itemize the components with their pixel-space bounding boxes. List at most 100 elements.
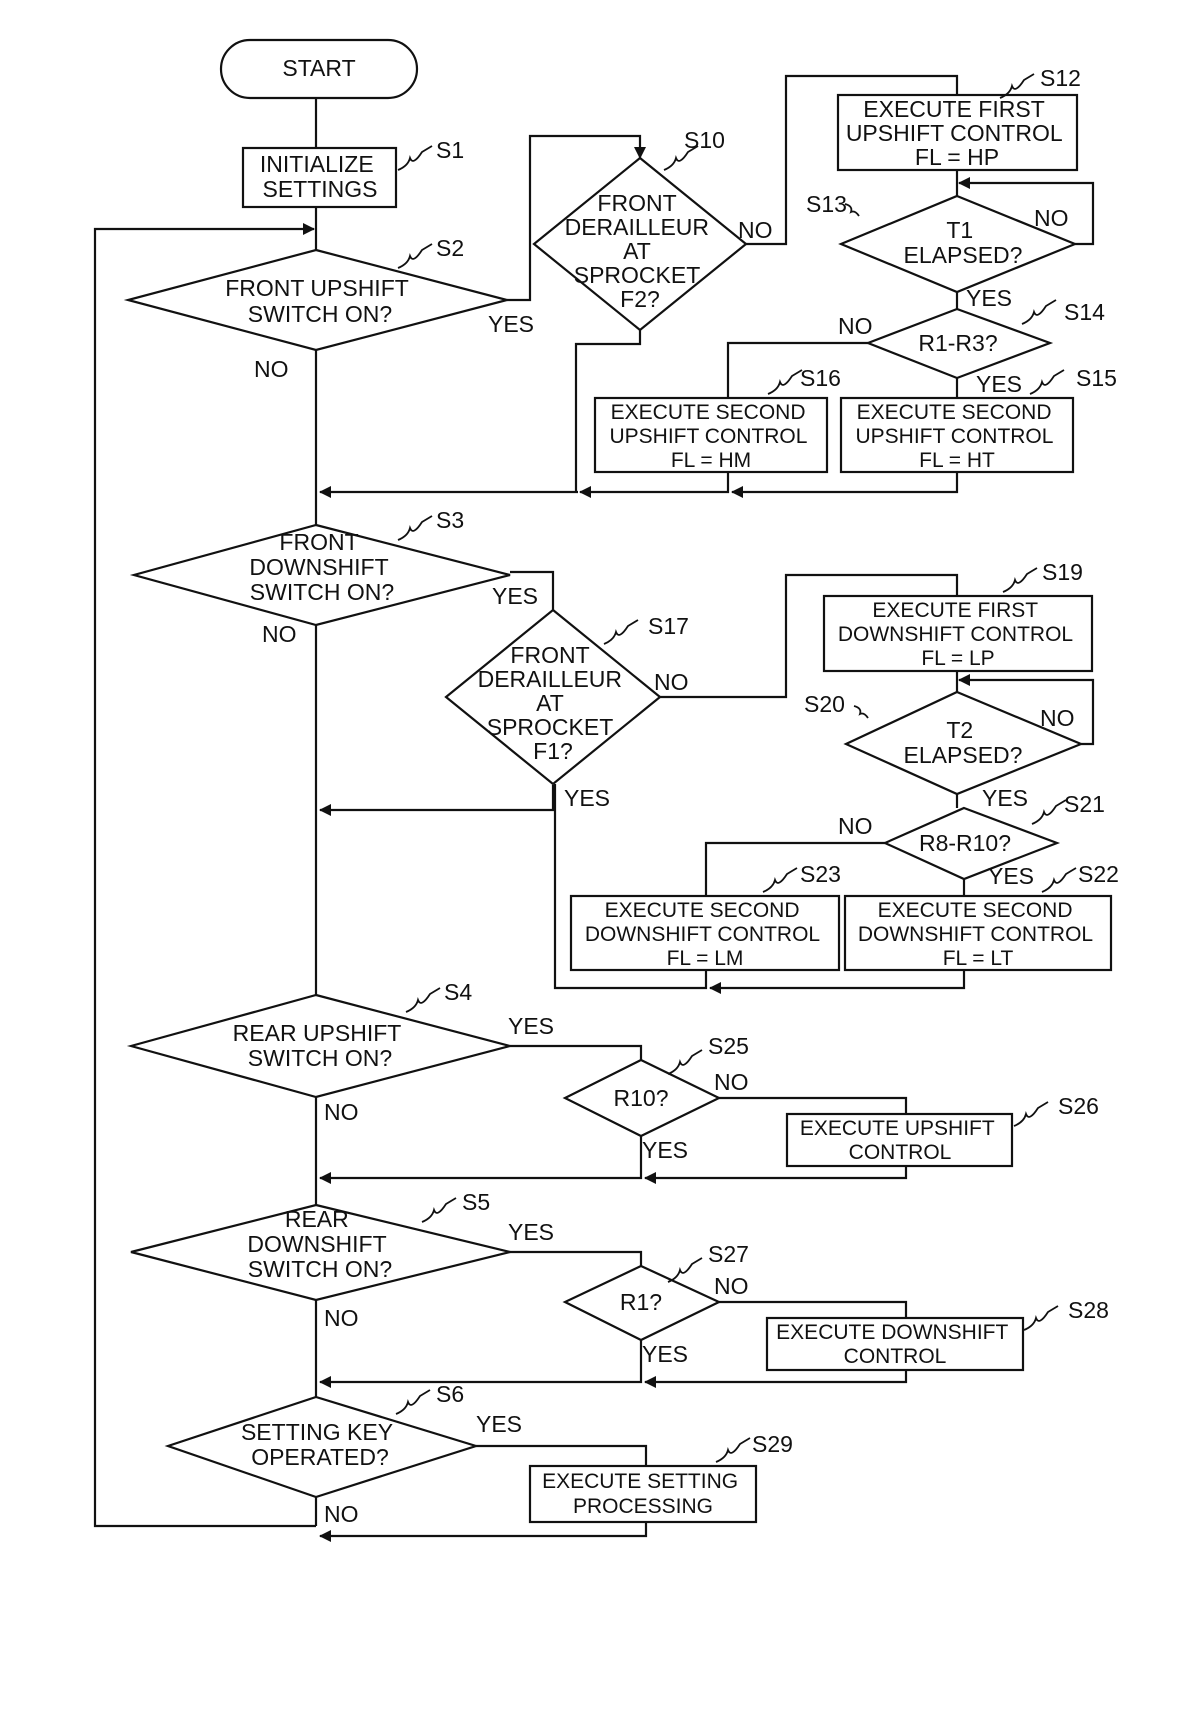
s4-no-label: NO bbox=[324, 1099, 359, 1125]
s26-line-1: EXECUTE UPSHIFT bbox=[800, 1117, 995, 1140]
s20-step-label: S20 bbox=[804, 691, 845, 717]
flow-s16-out bbox=[579, 472, 730, 498]
s17-yes-label: YES bbox=[564, 785, 610, 811]
s17-line-2: DERAILLEUR bbox=[478, 666, 622, 692]
s22-leader-icon bbox=[1041, 867, 1077, 893]
flow-s22-out bbox=[709, 970, 966, 994]
flow-s27-yes bbox=[319, 1340, 643, 1388]
s14-step-label: S14 bbox=[1064, 299, 1105, 325]
s4-text: REAR UPSHIFT SWITCH ON? bbox=[233, 1020, 408, 1071]
s13-no-label: NO bbox=[1034, 205, 1069, 231]
s4-step-label: S4 bbox=[444, 979, 472, 1005]
s2-step-label: S2 bbox=[436, 235, 464, 261]
s20-line-1: T2 bbox=[946, 717, 973, 743]
flow-s26-out bbox=[644, 1166, 908, 1184]
s15-leader-icon bbox=[1029, 369, 1065, 395]
flow-loop-return bbox=[93, 223, 316, 1528]
flow-shapes bbox=[123, 38, 1113, 1524]
flow-s2-yes bbox=[507, 134, 646, 302]
s4-line-2: SWITCH ON? bbox=[248, 1045, 392, 1071]
s15-process-shape bbox=[839, 396, 1075, 474]
flow-s25-no bbox=[719, 1096, 908, 1114]
s3-decision-shape bbox=[129, 523, 511, 627]
s17-text: FRONT DERAILLEUR AT SPROCKET F1? bbox=[478, 642, 629, 764]
s28-line-2: CONTROL bbox=[844, 1345, 947, 1368]
s12-leader-icon bbox=[999, 73, 1035, 99]
s10-line-3: AT bbox=[623, 238, 651, 264]
s5-line-1: REAR bbox=[285, 1206, 349, 1232]
flow-s20-no bbox=[958, 674, 1095, 746]
s26-leader-icon bbox=[1013, 1101, 1049, 1127]
s17-line-3: AT bbox=[536, 690, 564, 716]
flow-s23-out bbox=[553, 784, 708, 990]
s19-leader-icon bbox=[1002, 567, 1038, 593]
s13-leader-icon bbox=[844, 203, 860, 217]
s2-yes-label: YES bbox=[488, 311, 534, 337]
s2-line-2: SWITCH ON? bbox=[248, 301, 392, 327]
s28-process-shape bbox=[765, 1316, 1025, 1372]
s14-decision-shape bbox=[864, 307, 1054, 380]
s3-leader-icon bbox=[397, 515, 433, 541]
s21-decision-shape bbox=[882, 806, 1061, 881]
s3-line-1: FRONT bbox=[279, 529, 358, 555]
s15-text: EXECUTE SECOND UPSHIFT CONTROL FL = HT bbox=[855, 401, 1058, 472]
flow-s17-yes bbox=[319, 785, 555, 816]
s14-text: R1-R3? bbox=[918, 330, 997, 356]
s1-step-label: S1 bbox=[436, 137, 464, 163]
s29-text: EXECUTE SETTING PROCESSING bbox=[542, 1470, 744, 1518]
s4-line-1: REAR UPSHIFT bbox=[233, 1020, 402, 1046]
s29-step-label: S29 bbox=[752, 1431, 793, 1457]
s5-line-2: DOWNSHIFT bbox=[247, 1231, 386, 1257]
s16-step-label: S16 bbox=[800, 365, 841, 391]
s25-step-label: S25 bbox=[708, 1033, 749, 1059]
s25-no-label: NO bbox=[714, 1069, 749, 1095]
s26-process-shape bbox=[785, 1112, 1014, 1168]
s15-line-1: EXECUTE SECOND bbox=[857, 401, 1052, 424]
s23-process-shape bbox=[569, 894, 841, 972]
s22-step-label: S22 bbox=[1078, 861, 1119, 887]
s26-text: EXECUTE UPSHIFT CONTROL bbox=[800, 1117, 1000, 1164]
s16-text: EXECUTE SECOND UPSHIFT CONTROL FL = HM bbox=[609, 401, 812, 472]
s27-decision-shape bbox=[562, 1264, 722, 1342]
s4-decision-shape bbox=[126, 993, 515, 1099]
s14-leader-icon bbox=[1021, 299, 1057, 325]
s16-leader-icon bbox=[767, 369, 803, 395]
s19-line-1: EXECUTE FIRST bbox=[872, 599, 1038, 622]
flow-s29-out bbox=[319, 1522, 648, 1542]
s16-line-3: FL = HM bbox=[671, 449, 751, 472]
s10-line-1: FRONT bbox=[597, 190, 676, 216]
branch-label-group: YES NO NO NO YES NO YES YES NO NO YES NO… bbox=[254, 205, 1075, 1527]
s1-text: INITIALIZE SETTINGS bbox=[260, 151, 380, 202]
s17-step-label: S17 bbox=[648, 613, 689, 639]
s5-leader-icon bbox=[421, 1197, 457, 1223]
s16-line-2: UPSHIFT CONTROL bbox=[609, 425, 806, 448]
s6-yes-label: YES bbox=[476, 1411, 522, 1437]
s21-leader-icon bbox=[1031, 799, 1067, 825]
s4-yes-label: YES bbox=[508, 1013, 554, 1039]
s6-decision-shape bbox=[164, 1395, 480, 1499]
flow-s25-yes bbox=[319, 1136, 643, 1184]
s12-line-2: UPSHIFT CONTROL bbox=[846, 120, 1063, 146]
flow-s3-yes bbox=[510, 570, 555, 610]
s5-line-3: SWITCH ON? bbox=[248, 1256, 392, 1282]
flow-s21-no bbox=[704, 841, 885, 896]
s5-yes-label: YES bbox=[508, 1219, 554, 1245]
s16-process-shape bbox=[593, 396, 829, 474]
s17-decision-shape bbox=[444, 608, 662, 786]
step-leaders bbox=[395, 73, 1077, 1463]
flow-s10-no bbox=[746, 74, 959, 246]
s25-decision-shape bbox=[562, 1058, 722, 1138]
s27-yes-label: YES bbox=[642, 1341, 688, 1367]
s1-leader-icon bbox=[397, 145, 433, 171]
s12-step-label: S12 bbox=[1040, 65, 1081, 91]
s13-step-label: S13 bbox=[806, 191, 847, 217]
s4-leader-icon bbox=[405, 987, 441, 1013]
flow-s28-out bbox=[644, 1370, 908, 1388]
flow-s6-yes bbox=[476, 1444, 648, 1466]
s26-line-2: CONTROL bbox=[849, 1141, 952, 1164]
s10-line-4: SPROCKET bbox=[574, 262, 700, 288]
start-terminal-shape bbox=[219, 38, 419, 100]
flow-s14-no bbox=[726, 341, 868, 398]
s23-leader-icon bbox=[762, 867, 798, 893]
